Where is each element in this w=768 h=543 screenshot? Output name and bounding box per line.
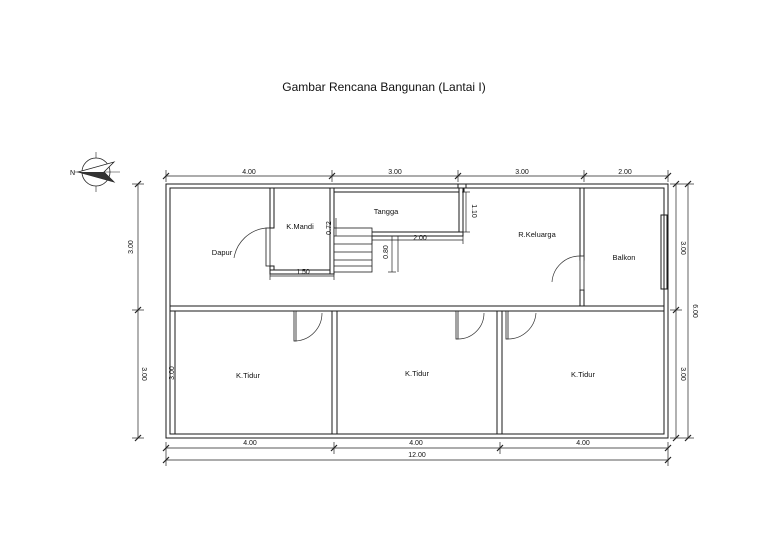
dim-left-2: 3.00 xyxy=(140,367,147,381)
wall-notch xyxy=(457,183,467,189)
door-bedroom-2 xyxy=(455,310,485,340)
dim-left: 3.00 3.00 xyxy=(128,180,147,442)
dim-top: 4.00 3.00 3.00 2.00 xyxy=(162,169,672,182)
dim-bottom-2: 4.00 xyxy=(409,440,423,447)
room-kamar-mandi: K.Mandi xyxy=(286,222,314,231)
room-ruang-keluarga: R.Keluarga xyxy=(518,230,556,239)
balcony-wall-top xyxy=(579,187,585,261)
staircase xyxy=(333,227,373,273)
room-kamar-tidur-1: K.Tidur xyxy=(236,371,260,380)
drawing-title: Gambar Rencana Bangunan (Lantai I) xyxy=(282,80,486,94)
outer-wall-outer xyxy=(165,183,669,439)
door-bedroom-1 xyxy=(293,310,323,342)
dim-stair-left: 0.72 xyxy=(326,221,333,235)
door-keluarga xyxy=(551,255,585,291)
bedroom-left-wall xyxy=(169,310,176,435)
dim-right-total: 6.00 xyxy=(691,304,698,318)
stair-top-wall xyxy=(333,187,465,193)
bedroom-wall-1 xyxy=(331,310,338,435)
dim-left-1: 3.00 xyxy=(128,240,135,254)
bath-left-wall-top xyxy=(269,187,275,229)
dim-top-4: 2.00 xyxy=(618,169,632,176)
door-dapur xyxy=(233,227,271,267)
mid-wall xyxy=(169,305,665,312)
dim-bottom-1: 4.00 xyxy=(243,440,257,447)
north-compass-icon: N xyxy=(70,152,120,192)
stair-right-wall xyxy=(458,187,464,237)
dim-bath-width: 1.50 xyxy=(296,269,310,276)
dim-top-3: 3.00 xyxy=(515,169,529,176)
dim-right-1: 3.00 xyxy=(679,241,686,255)
dim-stair-landing: 1.10 xyxy=(470,204,477,218)
dim-right: 3.00 3.00 6.00 xyxy=(670,180,698,442)
dim-right-2: 3.00 xyxy=(679,367,686,381)
room-tangga: Tangga xyxy=(374,207,399,216)
door-bedroom-3 xyxy=(505,310,537,340)
dim-stair-width: 2.00 xyxy=(413,235,427,242)
dim-top-2: 3.00 xyxy=(388,169,402,176)
compass-north-label: N xyxy=(70,170,75,177)
room-kamar-tidur-3: K.Tidur xyxy=(571,370,595,379)
room-kamar-tidur-2: K.Tidur xyxy=(405,369,429,378)
dim-bottom-total: 12.00 xyxy=(408,452,426,459)
room-balkon: Balkon xyxy=(613,253,636,262)
dim-bedroom-left: 3.00 xyxy=(169,366,176,380)
dim-bottom-3: 4.00 xyxy=(576,440,590,447)
dim-top-1: 4.00 xyxy=(242,169,256,176)
bedroom-wall-2 xyxy=(496,310,503,435)
dim-stair-depth: 0.80 xyxy=(383,245,390,259)
balcony-wall-bottom xyxy=(579,289,585,307)
dim-bottom: 4.00 4.00 4.00 12.00 xyxy=(162,440,672,466)
room-dapur: Dapur xyxy=(212,248,233,257)
dim-interior: 1.50 0.72 1.10 2.00 0.80 3.00 xyxy=(169,191,477,380)
